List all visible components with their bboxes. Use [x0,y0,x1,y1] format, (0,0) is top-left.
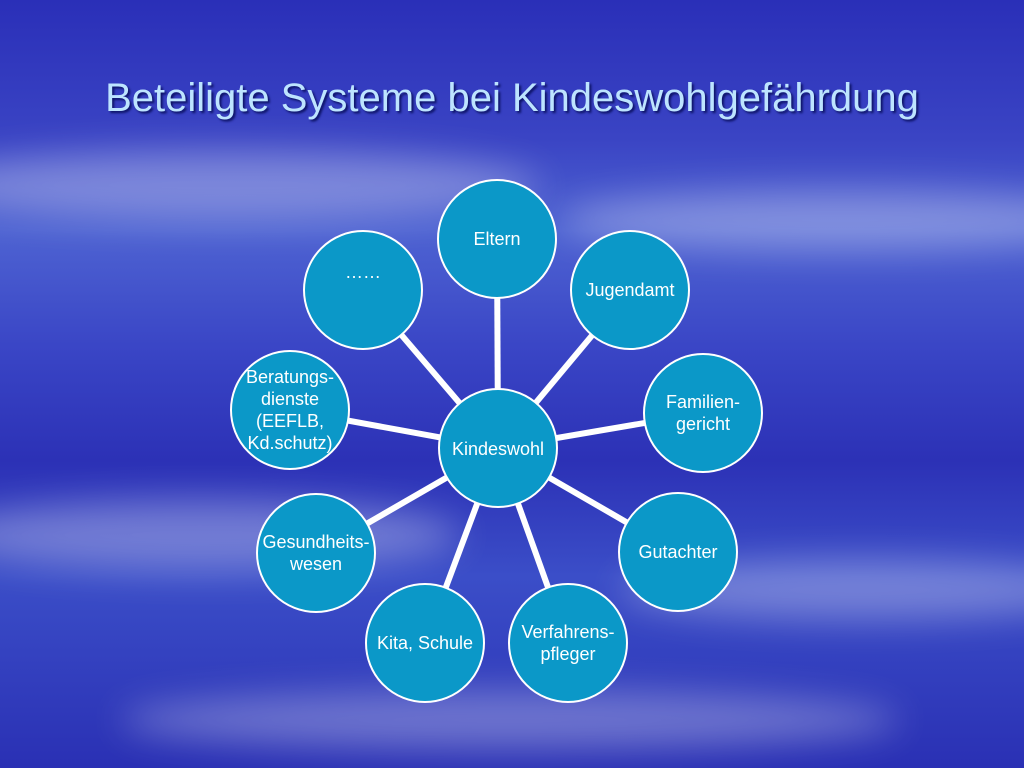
node-beratungsdienste [230,350,350,470]
node-label-weitere: …… [345,262,381,282]
node-gesundheitswesen [256,493,376,613]
center-node-label: Kindeswohl [451,439,545,459]
center-node-kindeswohl [438,388,558,508]
node-label-gutachter: Gutachter [638,542,718,562]
node-label-eltern: Eltern [473,229,521,249]
node-eltern [437,179,557,299]
node-jugendamt [570,230,690,350]
node-gutachter [618,492,738,612]
slide-title: Beteiligte Systeme bei Kindeswohlgefährd… [105,76,919,120]
node-weitere [303,230,423,350]
node-verfahrenspfleger [508,583,628,703]
cloud-band-bottom [120,690,900,750]
node-kita-schule [365,583,485,703]
node-label-gesundheitswesen: Gesundheits- wesen [262,532,370,574]
node-label-jugendamt: Jugendamt [585,280,675,300]
node-familiengericht [643,353,763,473]
node-label-verfahrenspfleger: Verfahrens- pfleger [521,622,615,664]
node-label-familiengericht: Familien- gericht [665,392,740,434]
node-label-kita-schule: Kita, Schule [376,633,474,653]
node-label-beratungsdienste: Beratungs- dienste (EEFLB, Kd.schutz) [245,367,335,453]
